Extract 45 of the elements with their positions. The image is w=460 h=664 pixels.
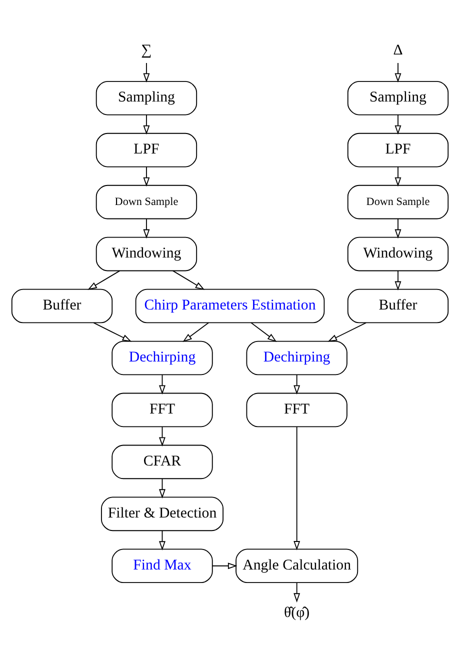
- node-box: Windowing: [347, 236, 449, 272]
- node-box: LPF: [347, 132, 449, 168]
- arrow: [294, 582, 300, 602]
- arrow: [93, 322, 132, 342]
- node-box: Angle Calculation: [236, 548, 358, 584]
- arrow: [172, 270, 205, 290]
- node-box: Dechirping: [112, 340, 213, 376]
- arrow: [294, 426, 300, 550]
- node-text: ∑: [141, 42, 152, 58]
- node-box: Down Sample: [96, 184, 198, 220]
- arrow: [159, 374, 166, 395]
- node-box: FFT: [112, 392, 213, 428]
- arrow: [250, 322, 277, 342]
- node-text: θ̂(φ̂): [284, 604, 310, 621]
- node-box: Dechirping: [246, 340, 348, 376]
- arrow: [294, 374, 300, 395]
- arrow: [88, 270, 120, 290]
- arrow: [159, 478, 166, 498]
- node-box: Windowing: [96, 236, 198, 272]
- arrow: [143, 114, 150, 135]
- node-box: Sampling: [96, 80, 198, 116]
- node-box: Sampling: [347, 80, 449, 116]
- node-box: Buffer: [347, 288, 449, 324]
- arrow: [159, 426, 166, 446]
- arrow: [182, 322, 210, 342]
- arrow: [394, 270, 402, 291]
- node-box: CFAR: [112, 444, 213, 480]
- arrow: [394, 218, 402, 239]
- arrow: [394, 114, 402, 135]
- arrow: [394, 166, 402, 187]
- node-box: Down Sample: [347, 184, 449, 220]
- node-box: FFT: [246, 392, 348, 428]
- node-text: Δ: [393, 42, 403, 58]
- arrow: [143, 218, 150, 239]
- arrow: [143, 62, 150, 82]
- node-box: Filter & Detection: [101, 496, 224, 532]
- arrow: [394, 62, 402, 82]
- arrow: [212, 562, 238, 570]
- node-box: Buffer: [11, 288, 113, 324]
- arrow: [328, 322, 366, 342]
- node-box: LPF: [96, 132, 198, 168]
- arrow: [143, 166, 150, 187]
- arrow: [159, 530, 166, 550]
- node-box: Find Max: [112, 548, 213, 584]
- node-box: Chirp Parameters Estimation: [135, 288, 325, 324]
